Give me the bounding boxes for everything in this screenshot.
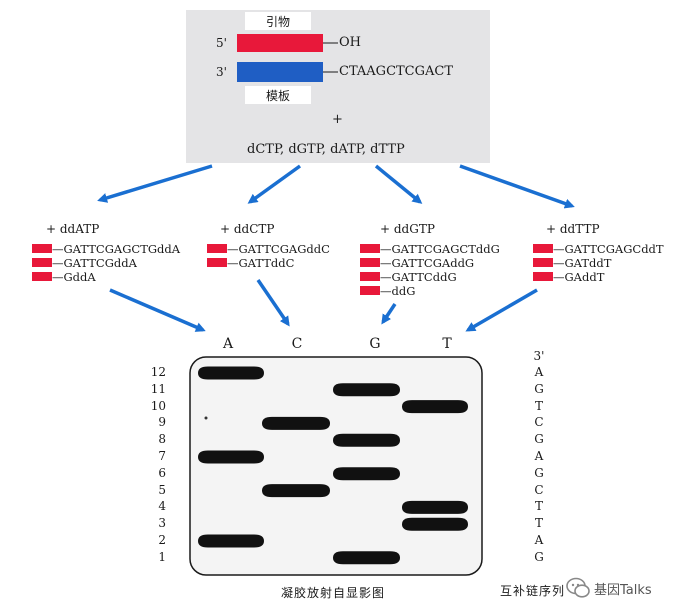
reaction-t-fragment: GAddT xyxy=(533,270,604,284)
band-number: 11 xyxy=(150,381,166,396)
complement-base: C xyxy=(534,415,544,430)
loading-arrows xyxy=(109,279,538,332)
gel-band-t-4 xyxy=(402,500,468,514)
reaction-a-fragment: GddA xyxy=(32,270,96,284)
reaction-t-label: + ddTTP xyxy=(546,222,600,236)
plus-sign: + xyxy=(332,112,343,127)
band-number: 9 xyxy=(158,415,166,430)
gel-band-a-7 xyxy=(198,450,264,464)
gel-band-t-10 xyxy=(402,400,468,414)
band-number: 12 xyxy=(150,365,166,379)
reaction-a-fragment: GATTCGddA xyxy=(32,256,137,270)
complement-caption: 互补链序列 xyxy=(500,584,566,598)
lane-label-c: C xyxy=(291,336,303,352)
five-prime-label: 5' xyxy=(216,36,227,50)
band-number: 4 xyxy=(158,499,166,514)
gel-band-t-3 xyxy=(402,517,468,531)
band-number: 5 xyxy=(158,482,166,497)
complement-base: C xyxy=(534,482,544,497)
reaction-a-label: + ddATP xyxy=(46,222,100,236)
reaction-g-fragment: ddG xyxy=(360,284,415,298)
lane-label-g: G xyxy=(369,336,381,352)
three-prime-label: 3' xyxy=(216,65,227,79)
reaction-mix-box xyxy=(186,10,490,163)
distribution-arrows xyxy=(97,164,575,209)
lane-label-t: T xyxy=(442,336,452,352)
primer-oh-label: OH xyxy=(339,35,361,50)
complement-base: G xyxy=(534,432,544,447)
band-number: 8 xyxy=(158,432,166,447)
complement-base: T xyxy=(534,516,543,531)
reaction-t-fragment: GATddT xyxy=(533,256,611,270)
complement-base: G xyxy=(534,549,544,564)
gel-band-a-2 xyxy=(198,534,264,548)
gel-bands xyxy=(198,366,468,565)
gel-band-g-1 xyxy=(333,551,400,565)
complement-base: A xyxy=(534,533,544,547)
reaction-g-fragment: GATTCGAddG xyxy=(360,256,474,270)
wechat-icon xyxy=(566,577,590,598)
complement-three-prime: 3' xyxy=(533,349,545,363)
primer-label: 引物 xyxy=(265,15,290,29)
band-number: 7 xyxy=(158,449,166,463)
gel-caption: 凝胶放射自显影图 xyxy=(281,586,386,600)
reaction-c-fragment: GATTddC xyxy=(207,256,294,270)
complement-base: T xyxy=(534,499,543,514)
template-label: 模板 xyxy=(265,89,290,103)
gel-band-c-5 xyxy=(262,484,330,498)
complement-base: A xyxy=(534,365,544,379)
reaction-g-label: + ddGTP xyxy=(380,222,435,236)
template-sequence: CTAAGCTCGACT xyxy=(339,64,454,79)
gel-band-c-9 xyxy=(262,416,330,430)
primer-bar xyxy=(237,34,323,52)
band-number: 3 xyxy=(158,516,166,531)
template-bar xyxy=(237,62,323,82)
reaction-t-fragment: GATTCGAGCddT xyxy=(533,242,664,256)
band-number: 1 xyxy=(158,549,166,564)
reaction-g-fragment: GATTCddG xyxy=(360,270,457,284)
band-number: 2 xyxy=(158,533,166,547)
gel-band-g-11 xyxy=(333,383,400,397)
complement-base: A xyxy=(534,449,544,463)
gel-band-g-6 xyxy=(333,467,400,481)
complement-base: G xyxy=(534,465,544,480)
complement-base: T xyxy=(534,398,543,413)
lane-label-a: A xyxy=(222,336,234,352)
gel-band-g-8 xyxy=(333,433,400,447)
reaction-c-fragment: GATTCGAGddC xyxy=(207,242,330,256)
reaction-c-label: + ddCTP xyxy=(220,222,275,236)
band-number: 6 xyxy=(158,465,166,480)
watermark: 基因Talks xyxy=(566,577,652,599)
reaction-g-fragment: GATTCGAGCTddG xyxy=(360,242,500,256)
reaction-a-fragment: GATTCGAGCTGddA xyxy=(32,242,180,256)
band-number: 10 xyxy=(150,398,166,413)
gel-band-a-12 xyxy=(198,366,264,380)
complement-base: G xyxy=(534,381,544,396)
dntp-list: dCTP, dGTP, dATP, dTTP xyxy=(247,142,405,157)
